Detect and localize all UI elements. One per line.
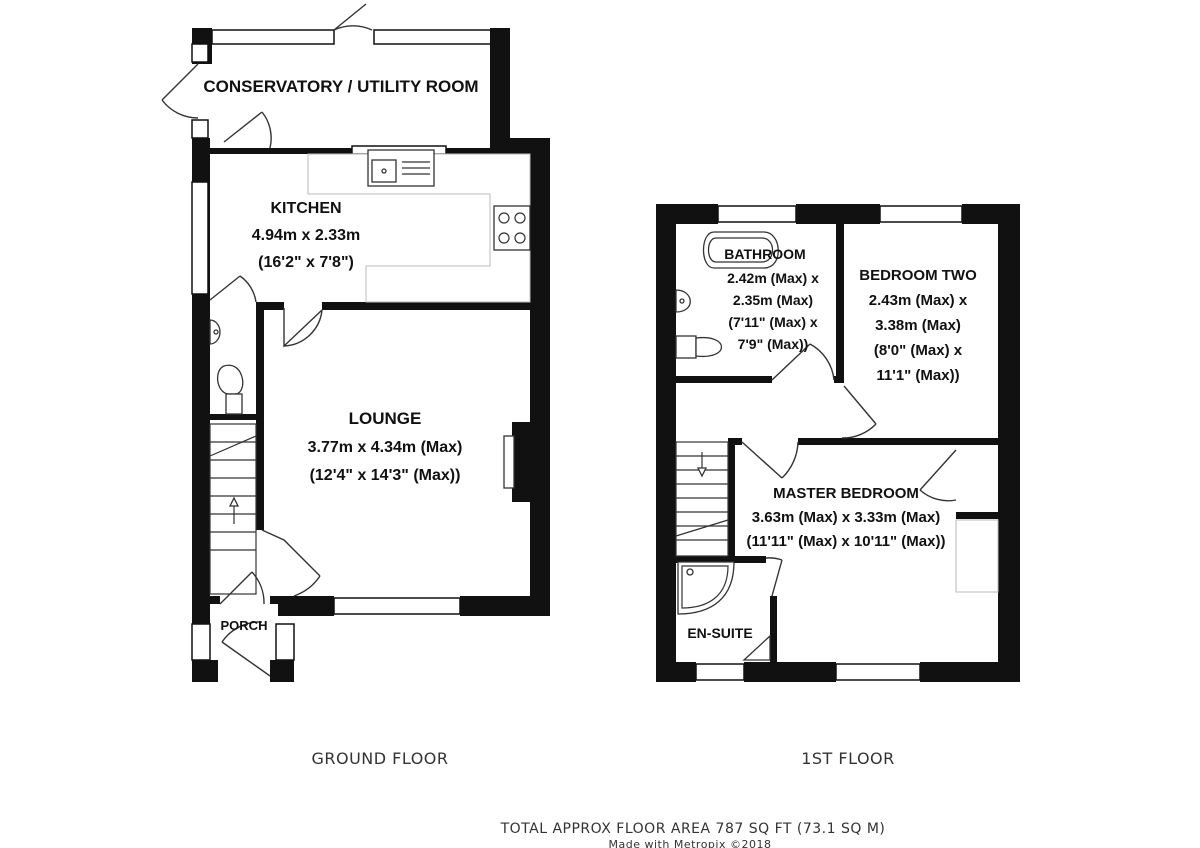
bathroom-size-line1: 2.42m (Max) x [727, 270, 819, 286]
en-suite-basin-icon [742, 634, 771, 661]
bathroom-door-swing [771, 343, 835, 381]
lounge-size-imperial: (12'4" x 14'3" (Max)) [310, 467, 461, 484]
lounge-size-metric: 3.77m x 4.34m (Max) [308, 439, 463, 456]
hall-door-swing [261, 529, 321, 597]
master-bedroom-size-imperial: (11'11" (Max) x 10'11" (Max)) [747, 533, 946, 550]
master-bedroom-door-swing [741, 441, 799, 479]
kitchen-worktop [307, 153, 531, 303]
shower-icon [677, 561, 735, 615]
conservatory-side-door [161, 63, 199, 119]
first-floor-caption: 1ST FLOOR [801, 749, 895, 768]
bedroom-two-size-line3: (8'0" (Max) x [874, 342, 963, 359]
bedroom-two-door-swing [841, 385, 877, 439]
lounge-door-swing [283, 308, 323, 348]
bathroom-toilet-icon [675, 335, 723, 359]
conservatory-label: CONSERVATORY / UTILITY ROOM [203, 77, 478, 96]
wardrobe [955, 519, 999, 593]
kitchen-size-imperial: (16'2" x 7'8") [258, 254, 354, 271]
hob-icon [493, 205, 531, 251]
sink-icon [367, 149, 435, 187]
fireplace-icon [503, 422, 530, 502]
en-suite-label: EN-SUITE [687, 625, 752, 641]
ground-floor-walls [191, 138, 550, 682]
cupboard-door-swing [919, 449, 957, 502]
wc-basin-icon [209, 319, 221, 345]
bedroom-two-size-line2: 3.38m (Max) [875, 317, 961, 334]
toilet-icon [217, 364, 244, 415]
staircase-icon [209, 423, 257, 595]
ground-floor-plan: CONSERVATORY / UTILITY ROOM KITCHEN 4.94… [161, 3, 550, 682]
bathroom-size-line2: 2.35m (Max) [733, 292, 813, 308]
front-door-swing [221, 621, 271, 677]
en-suite-door-swing [765, 557, 783, 597]
bedroom-two-label: BEDROOM TWO [859, 267, 977, 284]
bathroom-size-line4: 7'9" (Max)) [738, 336, 809, 352]
metropix-credit: Made with Metropix ©2018 [609, 838, 772, 848]
bathroom-basin-icon [675, 289, 691, 313]
kitchen-door-swing [223, 111, 272, 149]
lounge-label: LOUNGE [349, 409, 422, 428]
total-floor-area: TOTAL APPROX FLOOR AREA 787 SQ FT (73.1 … [500, 821, 886, 837]
master-bedroom-label: MASTER BEDROOM [773, 485, 919, 502]
conservatory-door-swing [333, 3, 373, 31]
ground-floor-caption: GROUND FLOOR [311, 749, 448, 768]
bedroom-two-size-line1: 2.43m (Max) x [869, 292, 968, 309]
kitchen-size-metric: 4.94m x 2.33m [252, 227, 361, 244]
bathtub-icon [702, 231, 779, 269]
first-floor-walls [656, 204, 1020, 682]
wc-door-swing [209, 275, 257, 303]
bathroom-label: BATHROOM [724, 246, 805, 262]
bathroom-size-line3: (7'11" (Max) x [728, 314, 818, 330]
conservatory-walls [191, 28, 510, 150]
master-bedroom-size-metric: 3.63m (Max) x 3.33m (Max) [752, 509, 940, 526]
bedroom-two-size-line4: 11'1" (Max)) [876, 367, 959, 384]
first-floor-plan: BATHROOM 2.42m (Max) x 2.35m (Max) (7'11… [656, 204, 1020, 682]
porch-door-swing [219, 571, 265, 605]
kitchen-label: KITCHEN [270, 200, 341, 217]
porch-label: PORCH [221, 618, 268, 633]
first-floor-staircase-icon [675, 441, 729, 557]
